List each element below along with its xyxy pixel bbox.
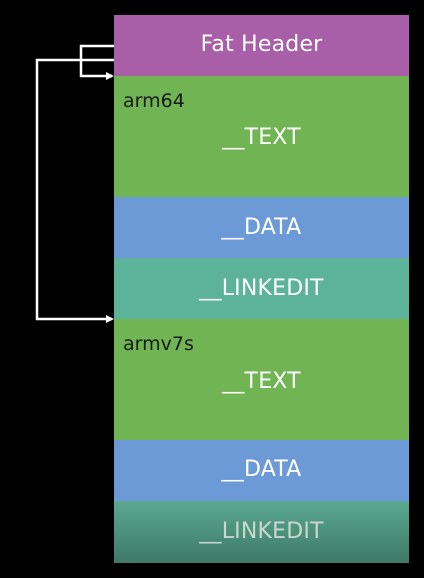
arm64-data-label: __DATA xyxy=(221,215,302,240)
armv7s-data-segment: __DATA xyxy=(114,440,409,501)
armv7s-text-label: __TEXT xyxy=(222,369,301,394)
armv7s-offset-arrow xyxy=(35,58,114,323)
armv7s-arch-label: armv7s xyxy=(123,333,194,355)
arm64-data-segment: __DATA xyxy=(114,197,409,258)
armv7s-text-segment: armv7s __TEXT xyxy=(114,319,409,440)
fat-header-block: Fat Header xyxy=(114,15,409,76)
arm64-text-label: __TEXT xyxy=(222,125,301,150)
arm64-text-segment: arm64 __TEXT xyxy=(114,76,409,197)
armv7s-linkedit-segment: __LINKEDIT xyxy=(114,501,409,563)
fat-header-label: Fat Header xyxy=(200,32,323,57)
armv7s-data-label: __DATA xyxy=(221,457,302,482)
arm64-linkedit-label: __LINKEDIT xyxy=(199,276,324,301)
arm64-arch-label: arm64 xyxy=(123,90,185,112)
arm64-linkedit-segment: __LINKEDIT xyxy=(114,258,409,319)
armv7s-linkedit-label: __LINKEDIT xyxy=(199,519,324,544)
